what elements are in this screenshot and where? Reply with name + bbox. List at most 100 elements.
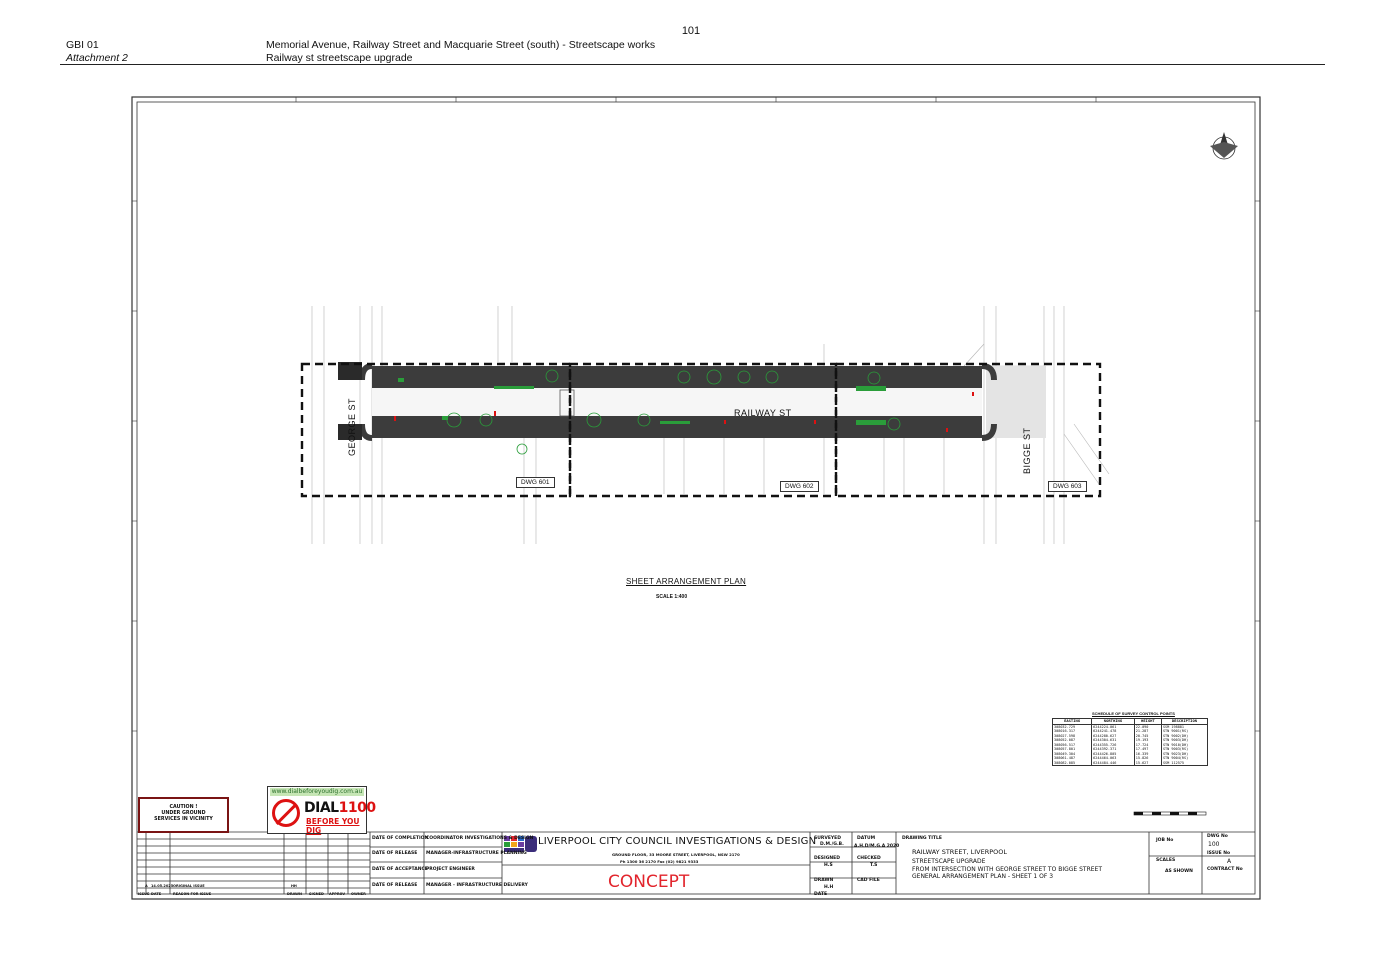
caution-line: UNDER GROUND [161, 811, 206, 816]
schedule-cell: 15.826 [1135, 756, 1149, 760]
page-number: 101 [681, 25, 701, 37]
railway-street-label: RAILWAY ST [734, 408, 792, 418]
datum-label: DATUM [857, 836, 876, 841]
caution-box: CAUTION ! UNDER GROUND SERVICES IN VICIN… [138, 797, 229, 833]
frame-ticks [132, 97, 1260, 732]
scales-value: AS SHOWN [1165, 869, 1193, 874]
doc-title: Memorial Avenue, Railway Street and Macq… [266, 39, 656, 51]
schedule-cell: 308056.517 [1054, 742, 1076, 747]
dwg-603-label: DWG 603 [1048, 481, 1087, 492]
dwg-no-value: 100 [1208, 841, 1220, 848]
bigge-street-label: BIGGE ST [1022, 427, 1032, 474]
sheet-603-boundary [834, 362, 1102, 498]
issue-no-value: A [1227, 858, 1232, 865]
plan-title: SHEET ARRANGEMENT PLAN [626, 577, 747, 586]
schedule-cell: 308082.085 [1054, 760, 1076, 765]
outer-frame [131, 96, 1261, 900]
rev-reason: ORIGINAL ISSUE [173, 884, 205, 888]
george-street-label: GEORGE ST [347, 397, 357, 456]
schedule-cell: SSM 112575 [1162, 760, 1185, 765]
contract-no-label: CONTRACT No [1207, 867, 1243, 872]
dwg-601-label: DWG 601 [516, 477, 555, 488]
schedule-cell: 308057.801 [1054, 747, 1076, 751]
doc-subtitle: Railway st streetscape upgrade [266, 52, 413, 64]
schedule-cell: 308027.598 [1054, 733, 1076, 738]
schedule-cell: SSM 198881 [1162, 724, 1185, 729]
drawing-title-line: RAILWAY STREET, LIVERPOOL [912, 848, 1008, 856]
cad-label: CAD FILE [857, 878, 880, 883]
schedule-cell: STN 9002(DH) [1162, 733, 1189, 738]
rev-date: 14.05.2025 [151, 884, 174, 888]
schedule-cell: 21.287 [1135, 729, 1149, 733]
schedule-cell: 6244392.371 [1093, 747, 1117, 751]
rev-header: DATE [151, 892, 162, 896]
tb-role: COORDINATOR INVESTIGATIONS & DESIGN [426, 836, 534, 841]
schedule-cell: 308016.317 [1054, 729, 1076, 733]
header-rule [60, 64, 1325, 65]
council-logo-icon [504, 836, 537, 852]
datum-value: A.H.D/M.G.A 2020 [854, 844, 900, 849]
tb-role: MANAGER - INFRASTRUCTURE DELIVERY [426, 883, 528, 888]
rev-header: APPROV [329, 892, 346, 896]
schedule-cell: STN 9003(DH) [1162, 738, 1189, 742]
sheet-boundaries [300, 362, 1102, 498]
checked-value: T.S [870, 863, 878, 868]
schedule-cell: 308061.487 [1054, 756, 1076, 760]
schedule-cell: STN 9010(DH) [1162, 742, 1189, 747]
doc-ref: GBI 01 [66, 39, 99, 51]
drawing-title-label: DRAWING TITLE [902, 836, 942, 841]
caution-line: CAUTION ! [169, 805, 198, 810]
road-centre [372, 388, 982, 416]
council-phone: Ph 1300 36 2170 Fax (02) 9821 9333 [620, 859, 699, 864]
schedule-cell: 6244304.631 [1093, 738, 1117, 742]
schedule-cell: 22.090 [1135, 724, 1149, 729]
job-no-label: JOB No [1156, 838, 1174, 843]
rev-header: DRAWN [287, 892, 302, 896]
schedule-cell: STN 9004(RS) [1162, 756, 1189, 760]
dwg-no-label: DWG No [1207, 834, 1228, 839]
checked-label: CHECKED [857, 856, 881, 861]
drawing-sheet [131, 96, 1261, 900]
date-label: DATE [814, 892, 828, 897]
tb-left-label: DATE OF ACCEPTANCE [372, 867, 428, 872]
tb-left-label: DATE OF RELEASE [372, 851, 418, 856]
rev-header: REASON FOR ISSUE [173, 892, 212, 896]
sheet-601-boundary [300, 362, 572, 498]
caution-line: SERVICES IN VICINITY [154, 817, 213, 822]
schedule-cell: STN 9023(DH) [1162, 751, 1189, 756]
tb-role: PROJECT ENGINEER [426, 867, 475, 872]
schedule-cell: 6244241.478 [1093, 729, 1117, 733]
drawing-status: CONCEPT [608, 872, 690, 892]
attachment-label: Attachment 2 [66, 52, 128, 64]
scale-bar [1133, 811, 1207, 816]
schedule-cell: STN 9003(RS) [1162, 747, 1189, 751]
schedule-cell: 6244280.627 [1093, 733, 1117, 738]
council-name: LIVERPOOL CITY COUNCIL INVESTIGATIONS & … [538, 836, 817, 847]
designed-value: H.S [824, 863, 833, 868]
tb-left-label: DATE OF RELEASE [372, 883, 418, 888]
dial-before-you-dig-logo: www.dialbeforeyoudig.com.au DIAL1100 BEF… [267, 786, 376, 835]
rev-header: SIGNED [309, 892, 324, 896]
issue-no-label: ISSUE No [1207, 851, 1231, 856]
street-trees [446, 369, 901, 455]
north-arrow-icon [1210, 132, 1238, 160]
schedule-cell: 308049.304 [1054, 751, 1076, 756]
schedule-cell: 6244426.805 [1093, 751, 1117, 756]
dial-url: www.dialbeforeyoudig.com.au [270, 788, 364, 796]
surveyed-value: D.M./G.B. [820, 842, 844, 847]
survey-schedule-table: EASTING NORTHING HEIGHT DESCRIPTION 3080… [1051, 718, 1209, 766]
designed-label: DESIGNED [814, 856, 840, 861]
drawn-label: DRAWN [814, 878, 834, 883]
road-north-side [372, 366, 982, 388]
schedule-cell: 6244355.726 [1093, 742, 1117, 747]
schedule-title: SCHEDULE OF SURVEY CONTROL POINTS [1092, 711, 1175, 716]
schedule-cell: 6244464.063 [1093, 756, 1117, 760]
schedule-cell: 20.745 [1135, 733, 1149, 738]
red-markers [394, 392, 974, 432]
rev-header: ISSUE [138, 892, 150, 896]
